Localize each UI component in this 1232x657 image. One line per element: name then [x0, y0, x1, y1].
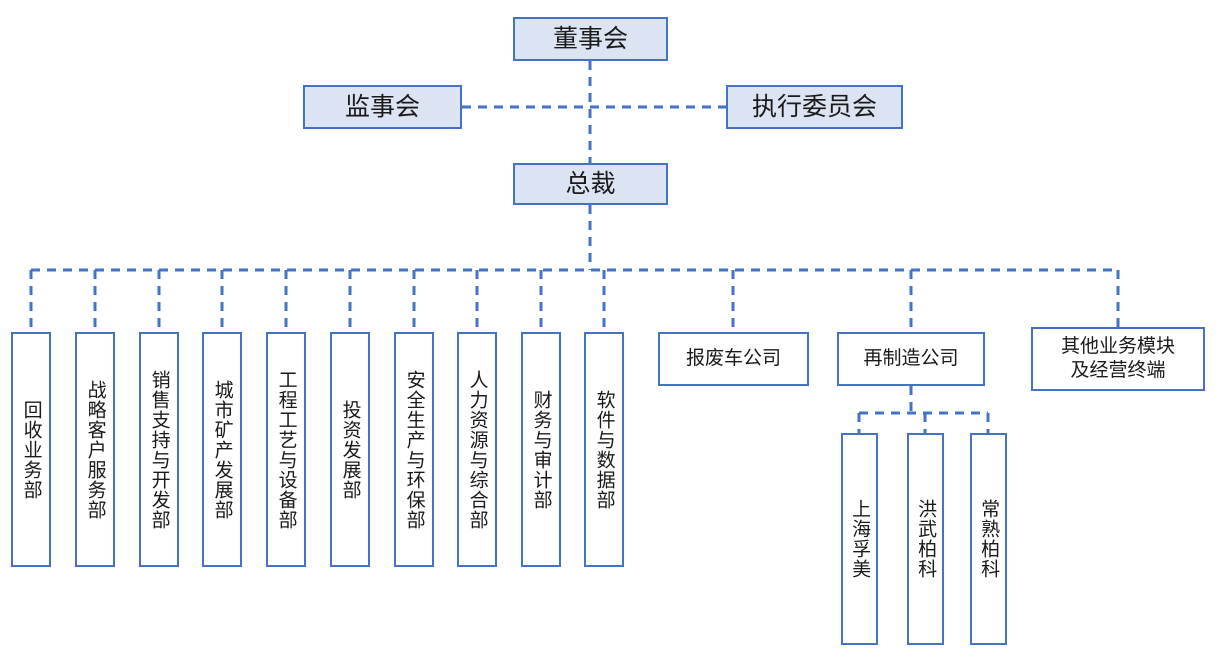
node-unit-scrap-vehicle-company[interactable]: 报废车公司 [658, 332, 809, 386]
node-unit-remanufacturing-company[interactable]: 再制造公司 [837, 332, 985, 386]
node-label: 销售支持与开发部 [148, 369, 171, 530]
node-label: 其他业务模块 及经营终端 [1060, 335, 1175, 381]
node-label: 董事会 [552, 24, 628, 53]
node-department-strategic-customer-service[interactable]: 战略客户服务部 [75, 332, 115, 567]
node-label: 洪武柏科 [915, 499, 938, 579]
node-department-investment-development[interactable]: 投资发展部 [330, 332, 370, 567]
node-president[interactable]: 总裁 [513, 163, 668, 205]
node-department-sales-support-development[interactable]: 销售支持与开发部 [139, 332, 179, 567]
node-executive-committee[interactable]: 执行委员会 [726, 85, 903, 129]
node-unit-other-business-modules[interactable]: 其他业务模块 及经营终端 [1031, 327, 1205, 391]
node-label: 监事会 [344, 92, 420, 121]
node-subsidiary-shanghai-fumei[interactable]: 上海孚美 [841, 433, 878, 645]
node-label: 常熟柏科 [978, 499, 1001, 579]
node-department-engineering-process-equipment[interactable]: 工程工艺与设备部 [266, 332, 306, 567]
node-label: 人力资源与综合部 [466, 369, 489, 530]
node-department-finance-audit[interactable]: 财务与审计部 [521, 332, 561, 567]
node-label: 总裁 [565, 169, 616, 198]
node-label: 战略客户服务部 [84, 379, 107, 520]
node-label: 再制造公司 [863, 347, 959, 370]
node-subsidiary-hongwu-baike[interactable]: 洪武柏科 [907, 433, 944, 645]
node-department-recycling-business[interactable]: 回收业务部 [11, 332, 51, 567]
node-board-of-directors[interactable]: 董事会 [513, 17, 668, 61]
node-department-software-data[interactable]: 软件与数据部 [584, 332, 624, 567]
node-label: 上海孚美 [849, 499, 872, 579]
node-subsidiary-changshu-baike[interactable]: 常熟柏科 [970, 433, 1007, 645]
node-label: 软件与数据部 [593, 389, 616, 510]
node-label: 财务与审计部 [530, 389, 553, 510]
node-label: 投资发展部 [339, 399, 362, 500]
node-department-urban-mineral-development[interactable]: 城市矿产发展部 [202, 332, 242, 567]
node-label: 报废车公司 [685, 347, 781, 370]
node-label: 回收业务部 [20, 399, 43, 500]
node-department-safety-production-environment[interactable]: 安全生产与环保部 [394, 332, 434, 567]
node-label: 安全生产与环保部 [403, 369, 426, 530]
node-supervisory-board[interactable]: 监事会 [303, 85, 462, 129]
node-department-human-resources-general[interactable]: 人力资源与综合部 [457, 332, 497, 567]
node-label: 执行委员会 [751, 92, 877, 121]
node-label: 工程工艺与设备部 [275, 369, 298, 530]
node-label: 城市矿产发展部 [211, 379, 234, 520]
